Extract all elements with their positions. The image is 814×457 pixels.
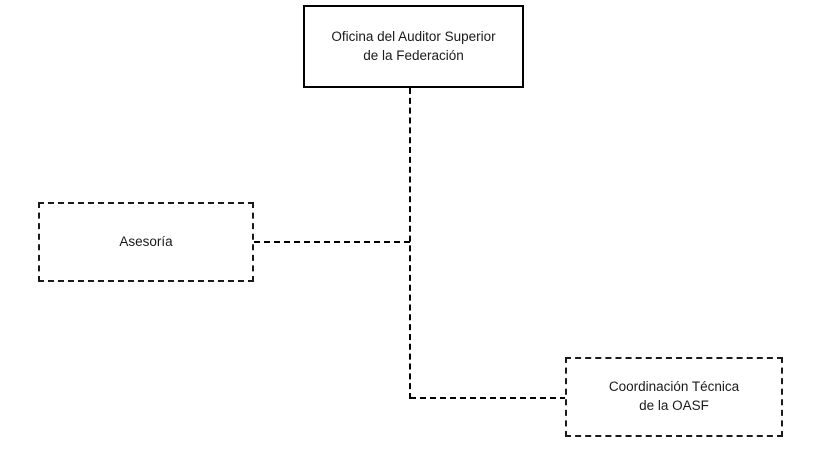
node-label-asesoria: Asesoría: [119, 233, 173, 249]
connector-coordinacion-horizontal-line: [410, 397, 566, 399]
connector-root-vertical-line: [409, 88, 411, 399]
node-label-oficina-del-auditor-superior: Oficina del Auditor Superior de la Feder…: [331, 28, 496, 63]
connector-asesoria-horizontal-line: [254, 241, 410, 243]
node-coordinacion-tecnica: Coordinación Técnica de la OASF: [565, 357, 783, 437]
node-asesoria: Asesoría: [38, 202, 254, 282]
node-label-coordinacion-tecnica: Coordinación Técnica de la OASF: [608, 379, 740, 413]
node-oficina-del-auditor-superior: Oficina del Auditor Superior de la Feder…: [303, 5, 524, 88]
